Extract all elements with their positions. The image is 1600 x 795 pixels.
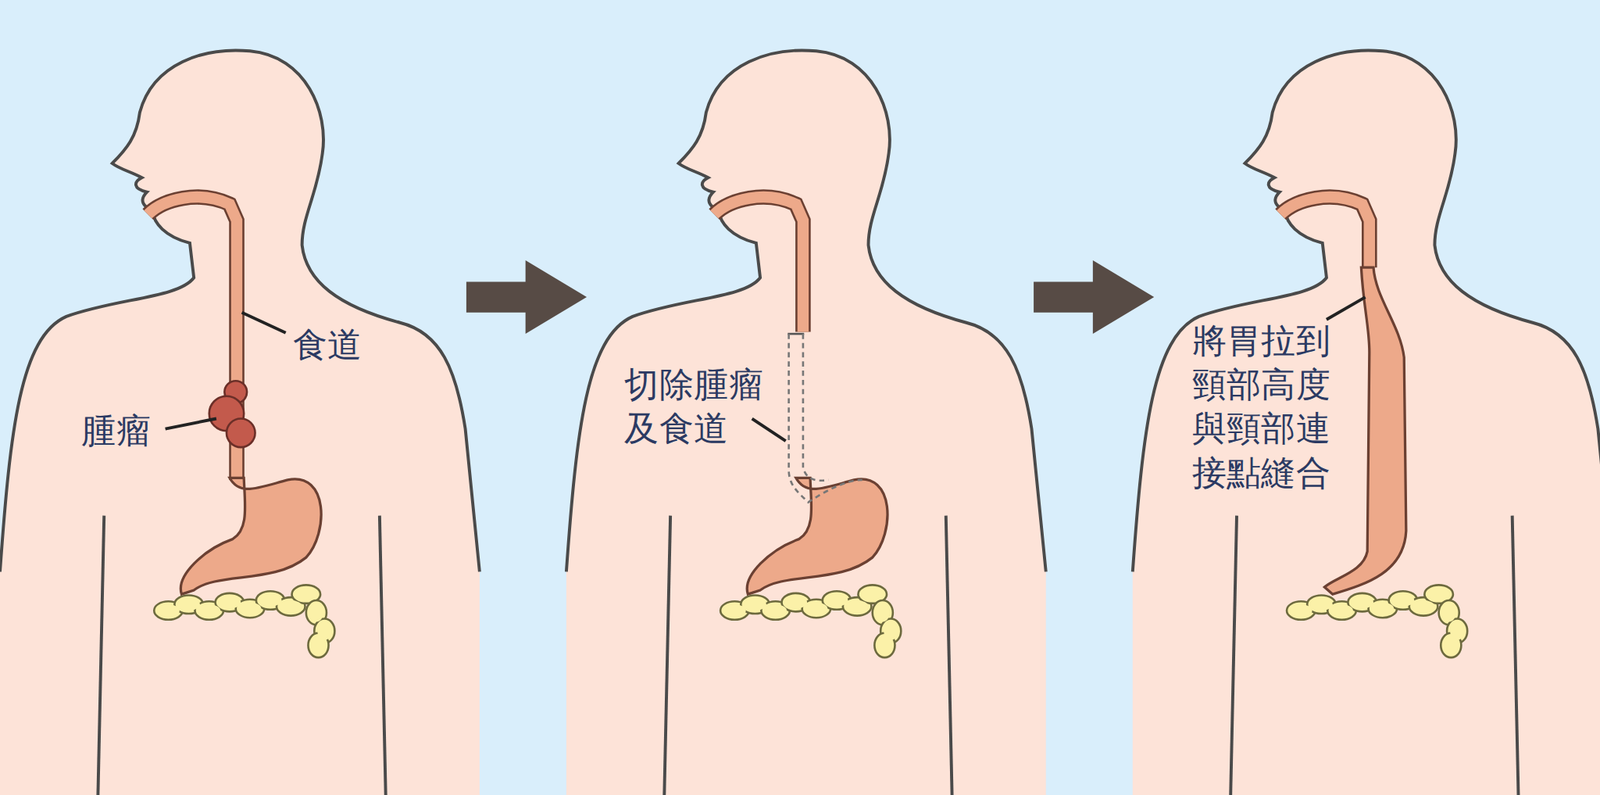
stomach [180, 477, 322, 594]
intestine [1286, 584, 1468, 658]
leader-line [242, 312, 286, 333]
esophagus [147, 196, 237, 480]
resected-outline [789, 333, 863, 503]
cut-line [787, 332, 804, 336]
tumor [226, 418, 256, 448]
human-silhouette [566, 50, 1047, 795]
esophagus [1280, 196, 1370, 268]
esophagus [714, 196, 804, 332]
gastric-tube [1324, 267, 1406, 594]
human-silhouette [0, 50, 480, 795]
esophagus-fill [714, 196, 804, 332]
part-label: 腫瘤 [81, 407, 151, 452]
step-arrow [466, 260, 587, 334]
esophagus-fill [147, 196, 237, 480]
leader-line [752, 418, 786, 442]
step-label: 切除腫瘤 及食道 [624, 362, 774, 451]
leader-line [1326, 296, 1366, 320]
part-label: 食道 [292, 322, 363, 367]
esophagus-fill [1280, 196, 1370, 268]
human-silhouette [1132, 50, 1600, 795]
leader-line [165, 418, 217, 429]
step-label: 將胃拉到 頸部高度 與頸部連 接點縫合 [1192, 318, 1342, 496]
intestine [153, 584, 335, 658]
step-arrow [1033, 260, 1154, 334]
stomach [746, 477, 888, 594]
intestine [720, 584, 901, 658]
